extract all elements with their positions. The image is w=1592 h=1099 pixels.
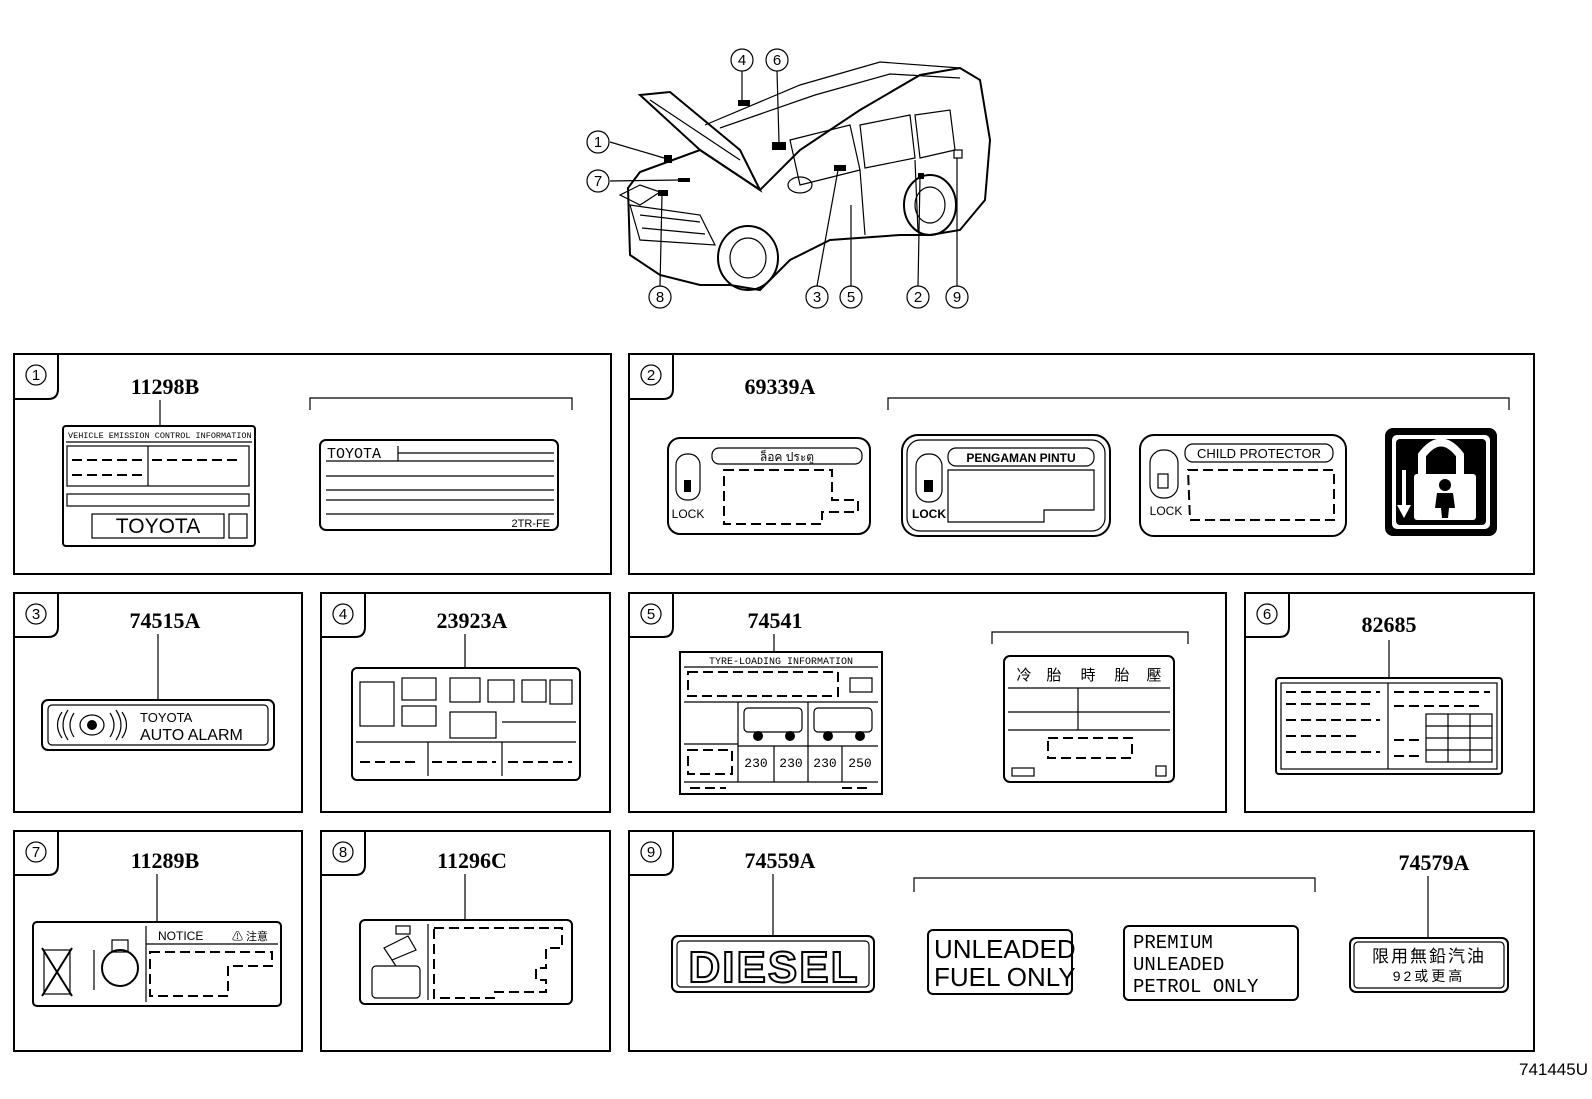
cn-header-2: 胎 (1046, 667, 1061, 684)
lock-a-title: ล็อค ประตู (760, 449, 814, 465)
engine-label-brand: TOYOTA (327, 446, 381, 463)
panel-1: 1 11298B VEHICLE EMISSION CONTROL INFORM… (13, 353, 612, 575)
pressure-2: 230 (779, 756, 802, 771)
premium-line-2: UNLEADED (1133, 954, 1224, 976)
lock-a-lock: LOCK (672, 507, 705, 521)
premium-line-3: PETROL ONLY (1133, 976, 1259, 998)
panel-6: 6 82685 (1244, 592, 1535, 813)
part-number: 11289B (131, 848, 200, 873)
lock-b-lock: LOCK (912, 507, 946, 521)
alarm-icon (56, 709, 128, 741)
lock-b-title: PENGAMAN PINTU (966, 451, 1075, 465)
car-callout-3: 3 (813, 289, 821, 306)
cn-fuel-line-1: 限用無鉛汽油 (1372, 947, 1486, 966)
diagram-code: 741445U (1519, 1060, 1588, 1079)
car-callouts: 1 4 6 7 8 3 5 2 9 (586, 48, 969, 309)
panel-number: 9 (647, 844, 655, 861)
part-number: 74541 (748, 608, 803, 633)
panel-number: 2 (647, 367, 655, 384)
cn-header-5: 壓 (1146, 667, 1161, 684)
emission-brand: TOYOTA (116, 515, 200, 538)
car-callout-6: 6 (773, 52, 781, 69)
part-number: 69339A (745, 374, 816, 399)
part-number: 74515A (130, 608, 201, 633)
caution-label: ⚠ 注意 (232, 929, 268, 943)
cn-header-4: 胎 (1114, 667, 1129, 684)
pressure-4: 250 (848, 756, 871, 771)
car-callout-8: 8 (656, 289, 664, 306)
panel-number: 6 (1263, 606, 1271, 623)
car-load-icon (743, 707, 873, 741)
panel-number: 7 (32, 844, 40, 861)
panel-8: 8 11296C (320, 830, 611, 1052)
reservoir-warning-icon (41, 939, 139, 997)
car-callout-2: 2 (914, 289, 922, 306)
engine-code: 2TR-FE (512, 518, 551, 530)
part-number: 82685 (1362, 612, 1417, 637)
panel-9: 9 74559A 74579A DIESEL UNLEADED FUEL ONL… (628, 830, 1535, 1052)
panel-number: 5 (647, 606, 655, 623)
panel-7: 7 11289B NOTICE ⚠ 注意 (13, 830, 303, 1052)
unleaded-line-1: UNLEADED (934, 934, 1076, 964)
panel-2: 2 69339A ล็อค ประตู LOCK PENGAMAN PINTU … (628, 353, 1535, 575)
car-callout-9: 9 (953, 289, 961, 306)
car-callout-1: 1 (594, 134, 602, 151)
panel-number: 1 (32, 367, 40, 384)
cn-header-1: 冷 (1016, 667, 1031, 684)
part-number: 11296C (437, 848, 507, 873)
part-number: 23923A (437, 608, 508, 633)
car-illustration (618, 61, 992, 292)
panel-number: 8 (339, 844, 347, 861)
panel-number: 4 (339, 606, 347, 623)
part-number: 74559A (745, 848, 816, 873)
premium-line-1: PREMIUM (1133, 932, 1213, 954)
car-callout-4: 4 (738, 52, 746, 69)
panel-number: 3 (32, 606, 40, 623)
car-callout-7: 7 (594, 173, 602, 190)
tyre-header: TYRE-LOADING INFORMATION (709, 657, 853, 668)
fluid-pour-icon (371, 925, 421, 999)
cn-fuel-line-2: 92或更高 (1393, 968, 1466, 984)
panel-3: 3 74515A TOYOTA AUTO ALARM (13, 592, 303, 813)
notice-label: NOTICE (158, 929, 203, 943)
pressure-3: 230 (813, 756, 836, 771)
panel-5: 5 74541 TYRE-LOADING INFORMATION 230 230… (628, 592, 1227, 813)
pressure-1: 230 (744, 756, 767, 771)
panel-4: 4 23923A (320, 592, 611, 813)
part-number: 11298B (131, 374, 200, 399)
emission-header: VEHICLE EMISSION CONTROL INFORMATION (68, 431, 252, 441)
unleaded-line-2: FUEL ONLY (934, 962, 1076, 992)
cn-header-3: 時 (1080, 667, 1095, 684)
lock-c-title: CHILD PROTECTOR (1197, 446, 1321, 461)
alarm-line-1: TOYOTA (140, 710, 193, 725)
diesel-label: DIESEL (689, 943, 860, 992)
part-number-2: 74579A (1399, 850, 1470, 875)
lock-c-lock: LOCK (1150, 504, 1183, 518)
alarm-line-2: AUTO ALARM (140, 727, 243, 744)
car-callout-5: 5 (847, 289, 855, 306)
